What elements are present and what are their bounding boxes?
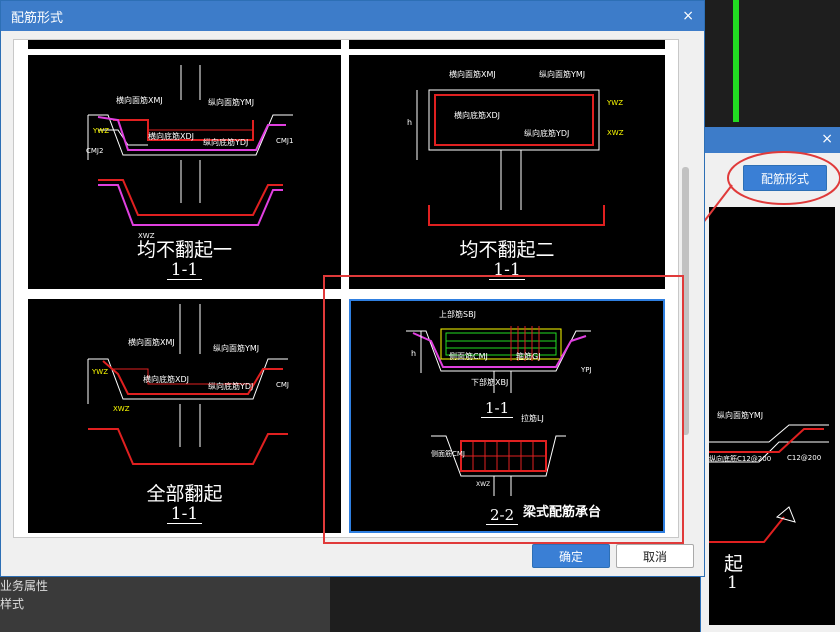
section-1-1: 1-1 [481,399,514,418]
secondary-caption: 起 [724,553,744,575]
label-xmj: 横向面筋XMJ [449,70,496,79]
secondary-preview: 纵向面筋YMJ 纵向底筋C12@200 C12@200 起 1 [709,207,835,625]
option-caption: 均不翻起一 [136,239,232,261]
cancel-button[interactable]: 取消 [616,544,694,568]
option-cell-clipped-1 [28,40,341,49]
option-card-selected[interactable]: h XWZ 上部筋SBJ 侧面筋CMJ 箍筋GJ 下部筋XBJ YPJ 拉筋LJ… [349,299,665,533]
option-section: 1-1 [28,504,341,524]
svg-text:XWZ: XWZ [607,129,624,137]
close-icon[interactable]: × [682,8,694,24]
label-xmj: 横向面筋XMJ [128,338,175,347]
secondary-label-ymj: 纵向面筋YMJ [717,411,764,420]
label-cmj-2: 侧面筋CMJ [431,450,465,458]
svg-text:XWZ: XWZ [476,481,490,488]
left-property-panel: 业务属性 样式 [0,577,330,632]
label-ypj: YPJ [581,366,592,374]
option-cell-clipped-2 [349,40,665,49]
option-caption: 梁式配筋承台 [523,505,602,520]
option-section: 1-1 [349,260,665,280]
svg-text:h: h [407,118,412,127]
section-2-2: 2-2 [486,506,519,525]
svg-text:h: h [411,349,416,358]
option-caption: 均不翻起二 [459,239,555,261]
label-gj: 箍筋GJ [516,352,541,361]
secondary-section: 1 [727,573,738,593]
label-sbj: 上部筋SBJ [439,310,476,319]
scrollbar-thumb[interactable] [682,167,689,435]
vertical-scrollbar[interactable] [679,39,693,536]
option-card[interactable]: YWZ XWZ 横向面筋XMJ 纵向面筋YMJ 横向底筋XDJ 纵向底筋YDJ … [28,299,341,533]
label-cmj1: CMJ1 [276,137,294,145]
label-xdj: 横向底筋XDJ [148,132,194,141]
label-ydj: 纵向底筋YDJ [203,138,249,147]
svg-text:YWZ: YWZ [606,99,623,107]
label-ymj: 纵向面筋YMJ [208,98,255,107]
label-xmj: 横向面筋XMJ [116,96,163,105]
label-cmj: CMJ [276,381,289,389]
option-grid: YWZ XWZ 横向面筋XMJ 纵向面筋YMJ 横向底筋XDJ 纵向底筋YDJ … [13,39,679,538]
option-section: 1-1 [28,260,341,280]
svg-text:YWZ: YWZ [91,368,108,376]
rebar-form-dialog: 配筋形式 × YWZ XWZ 横向面筋XMJ 纵向面筋YMJ [0,0,705,577]
secondary-dialog: × 配筋形式 纵向面筋YMJ 纵向底筋C12@200 C12@200 起 1 [700,127,840,632]
option-card[interactable]: h YWZ XWZ 横向面筋XMJ 纵向面筋YMJ 横向底筋XDJ 纵向底筋YD… [349,55,665,289]
label-lj: 拉筋LJ [521,414,544,423]
label-ydj: 纵向底筋YDJ [208,382,254,391]
left-panel-item[interactable]: 样式 [0,597,25,611]
label-ymj: 纵向面筋YMJ [213,344,260,353]
label-cmj2: CMJ2 [86,147,104,155]
secondary-label-ydj: 纵向底筋C12@200 [709,455,772,463]
label-xbj: 下部筋XBJ [471,378,509,387]
label-ymj: 纵向面筋YMJ [539,70,586,79]
svg-text:XWZ: XWZ [138,232,155,240]
green-marker-right [733,0,739,122]
secondary-dialog-titlebar: × [701,127,840,153]
secondary-label-c12: C12@200 [787,454,822,462]
label-ydj: 纵向底筋YDJ [524,129,570,138]
dialog-title: 配筋形式 [11,10,64,26]
label-xdj: 横向底筋XDJ [143,375,189,384]
left-panel-item[interactable]: 业务属性 [0,579,49,593]
ok-button[interactable]: 确定 [532,544,610,568]
label-xdj: 横向底筋XDJ [454,111,500,120]
option-card[interactable]: YWZ XWZ 横向面筋XMJ 纵向面筋YMJ 横向底筋XDJ 纵向底筋YDJ … [28,55,341,289]
svg-text:XWZ: XWZ [113,405,130,413]
option-caption: 全部翻起 [146,483,223,505]
secondary-close-icon[interactable]: × [821,131,833,147]
svg-text:YWZ: YWZ [92,127,109,135]
label-cmj: 侧面筋CMJ [449,352,488,361]
dialog-titlebar: 配筋形式 × [1,1,704,31]
